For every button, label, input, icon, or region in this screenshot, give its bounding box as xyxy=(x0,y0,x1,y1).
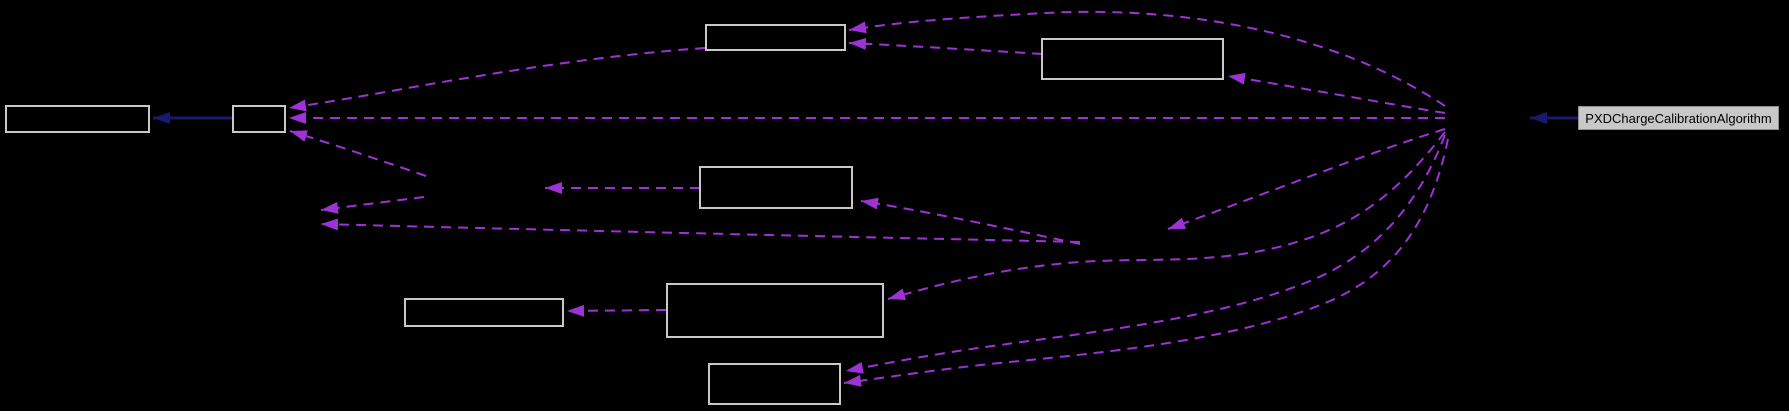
edge-hub-to-bottom-node-2 xyxy=(843,138,1449,387)
edge-center-low-hub-to-middle-node xyxy=(860,197,1081,245)
node-mid-lower[interactable] xyxy=(666,283,884,338)
edge-hub-to-center-low-hub xyxy=(1167,128,1446,230)
edge-top-node-to-small-node xyxy=(288,47,706,112)
edge-center-hub-to-left-low-hub xyxy=(320,196,425,214)
edge-hub-to-mid-lower-node xyxy=(887,131,1446,301)
node-main-label[interactable]: PXDChargeCalibrationAlgorithm xyxy=(1578,106,1779,130)
node-lower-left[interactable] xyxy=(404,298,564,327)
edge-hub-to-top-node xyxy=(848,10,1446,107)
edge-top-right-to-top-node xyxy=(848,37,1043,55)
edge-center-low-hub-to-left-low-hub xyxy=(320,218,1081,243)
node-top[interactable] xyxy=(705,24,846,51)
node-bottom[interactable] xyxy=(708,363,841,405)
edge-mid-lower-to-lower-left-node xyxy=(566,304,667,317)
edge-hub-to-top-right-node xyxy=(1227,72,1446,114)
node-left[interactable] xyxy=(5,105,150,133)
node-left-small[interactable] xyxy=(232,105,286,133)
edge-hub-to-bottom-node-1 xyxy=(845,134,1446,374)
node-middle[interactable] xyxy=(699,166,853,209)
node-top-right[interactable] xyxy=(1041,38,1224,80)
main-node-label-text: PXDChargeCalibrationAlgorithm xyxy=(1585,110,1772,126)
edge-center-hub-to-small-node xyxy=(289,130,427,177)
